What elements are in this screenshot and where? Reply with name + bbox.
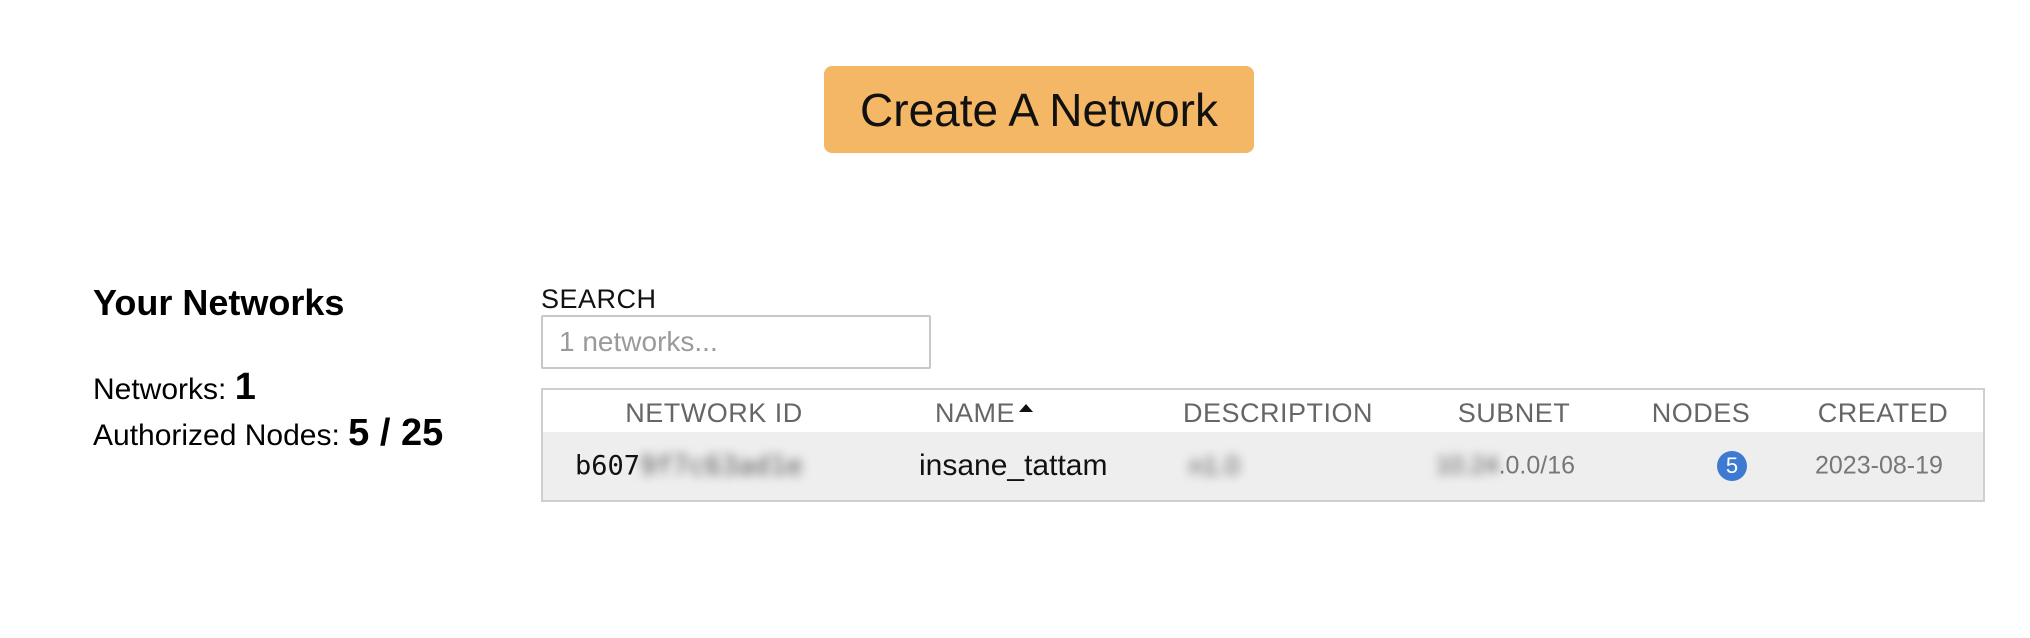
nodes-count-badge: 5	[1717, 451, 1747, 481]
search-input[interactable]	[541, 315, 931, 369]
column-header-created-label: CREATED	[1817, 398, 1949, 428]
authorized-nodes-label: Authorized Nodes:	[93, 419, 349, 452]
search-label: SEARCH	[541, 284, 657, 314]
column-header-name[interactable]: NAME	[934, 398, 1034, 429]
networks-count-label: Networks:	[93, 373, 235, 406]
sort-ascending-icon	[1019, 404, 1034, 412]
your-networks-heading: Your Networks	[93, 282, 345, 323]
networks-count-stat: Networks: 1	[93, 366, 256, 409]
network-id-visible: b607	[575, 450, 641, 482]
table-header: NETWORK ID NAME DESCRIPTION SUBNET NODES…	[543, 390, 1983, 432]
table-row[interactable]: b6079f7c63ad1e insane_tattam n1.0 10.24.…	[543, 432, 1983, 500]
authorized-nodes-stat: Authorized Nodes: 5 / 25	[93, 412, 443, 455]
network-id-cell: b6079f7c63ad1e	[575, 451, 803, 482]
column-header-description[interactable]: DESCRIPTION	[1183, 398, 1373, 429]
column-header-network-id[interactable]: NETWORK ID	[625, 398, 803, 429]
column-header-created[interactable]: CREATED	[1818, 398, 1949, 429]
column-header-description-label: DESCRIPTION	[1182, 398, 1374, 428]
column-header-nodes[interactable]: NODES	[1652, 398, 1751, 429]
column-header-name-label: NAME	[934, 398, 1016, 428]
column-header-network-id-label: NETWORK ID	[625, 398, 803, 428]
network-subnet-visible: .0.0/16	[1498, 451, 1576, 480]
column-header-subnet-label: SUBNET	[1457, 398, 1571, 428]
network-subnet-redacted: 10.24	[1436, 451, 1499, 480]
network-description-redacted: n1.0	[1189, 450, 1240, 481]
column-header-nodes-label: NODES	[1651, 398, 1751, 428]
network-subnet-cell: 10.24.0.0/16	[1436, 452, 1575, 481]
network-description-cell: n1.0	[1189, 451, 1240, 482]
network-created-cell: 2023-08-19	[1815, 451, 1943, 480]
network-name-cell: insane_tattam	[919, 449, 1108, 482]
column-header-subnet[interactable]: SUBNET	[1458, 398, 1571, 429]
create-network-button[interactable]: Create A Network	[824, 66, 1254, 153]
authorized-nodes-value: 5 / 25	[348, 412, 444, 454]
networks-table: NETWORK ID NAME DESCRIPTION SUBNET NODES…	[541, 388, 1985, 502]
network-id-redacted: 9f7c63ad1e	[640, 450, 803, 482]
networks-count-value: 1	[234, 366, 256, 408]
